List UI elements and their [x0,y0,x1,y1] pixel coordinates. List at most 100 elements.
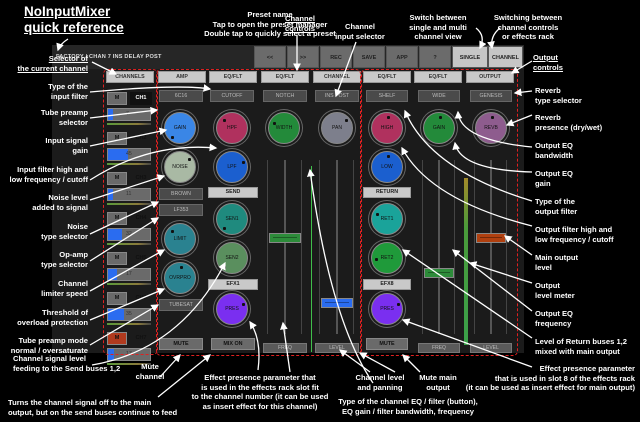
next-preset-button[interactable]: >> [287,46,319,68]
channel-mute-toggle[interactable]: M [107,252,127,265]
output-eq-bandwidth-selector[interactable]: WIDE [418,90,460,102]
tubesat-button[interactable]: TUBESAT [159,299,203,311]
fader-rail [454,160,455,334]
channel-strip[interactable]: M CH4 32 [105,210,155,248]
fader-handle[interactable] [424,268,454,279]
send-1-knob[interactable]: SEN1 [216,203,248,235]
arrow [401,249,533,339]
noise-type-selector[interactable]: BROWN [159,188,203,200]
arrow [401,146,533,227]
channel-mute-button[interactable]: MUTE [159,338,203,350]
channel-strip[interactable]: M CH5 17 [105,250,155,288]
save-button[interactable]: SAVE [353,46,385,68]
arrow [159,354,181,378]
knob-indicator [438,115,442,119]
channel-select-label[interactable]: CH5 [135,255,147,261]
app-button[interactable]: APP [386,46,418,68]
output-presence-knob[interactable]: PRES [371,293,403,325]
output-filter-type-selector[interactable]: SHELF [366,90,408,102]
annotation-line: is used in the effects rack slot fit [201,382,319,392]
channel-rack-button[interactable]: CHANNEL [488,46,523,68]
level-value: 35 [126,311,132,317]
return-1-knob[interactable]: RET1 [371,203,403,235]
return-2-knob[interactable]: RET2 [371,242,403,274]
annotation-line: Mute [141,362,159,371]
tab-eqflt-1[interactable]: EQ/FLT [209,71,257,83]
channel-mute-toggle[interactable]: M [107,172,127,185]
annotation-line: Channel signal level [13,354,87,363]
tab-amp[interactable]: AMP [158,71,206,83]
prev-preset-button[interactable]: << [254,46,286,68]
presence-knob[interactable]: PRES [216,293,248,325]
channel-mute-toggle[interactable]: M [107,332,127,345]
reverb-type-selector[interactable]: GENESIS [470,90,512,102]
knob-indicator [187,158,191,161]
tube-selector[interactable]: 6C16 [159,90,203,102]
preset-name-button[interactable]: FACTORY / CHAN 7 INS DELAY POST [56,54,162,60]
eq-type-selector[interactable]: NOTCH [263,90,307,102]
limit-knob[interactable]: LIMIT [164,223,196,255]
return-header: RETURN [363,187,411,198]
page-title: NoInputMixer quick reference [24,4,124,36]
channel-mute-toggle[interactable]: M [107,92,127,105]
channel-select-label[interactable]: CH4 [135,215,147,221]
annotation-line: Switching between [493,13,563,22]
arrow [487,27,501,50]
annotation-line: and panning [357,382,403,392]
hpf-knob[interactable]: HPF [216,112,248,144]
level-value: 17 [126,271,132,277]
fader-rail [336,160,338,334]
channel-send-level[interactable]: 17 [107,268,151,281]
revb-knob-label: REVB [484,125,498,131]
channel-select-label[interactable]: CH3 [135,175,147,181]
knob-indicator [386,154,390,158]
annotation-line: Input filter high and [17,165,88,174]
overload-protection-knob[interactable]: OVRPRO [164,262,196,294]
annotation-line: low frequency / cutoff [535,234,614,244]
channel-send-level[interactable]: 35 [107,308,151,321]
output-low-knob[interactable]: LOW [371,151,403,183]
lpf-knob[interactable]: LPF [216,151,248,183]
main-mute-button[interactable]: MUTE [366,338,408,350]
single-view-button[interactable]: SINGLE [452,46,488,68]
tab-out-eqflt-2[interactable]: EQ/FLT [414,71,462,83]
fader-handle[interactable] [269,233,301,244]
channel-meter [107,243,151,245]
channel-select-label[interactable]: CH1 [130,92,152,105]
rec-button[interactable]: REC [320,46,352,68]
tab-out-eqflt-1[interactable]: EQ/FLT [363,71,411,83]
output-eq-frequency-fader[interactable] [418,152,460,342]
pan-knob[interactable]: PAN [321,112,353,144]
noise-knob[interactable]: NOISE [164,151,196,183]
output-high-knob[interactable]: HIGH [371,112,403,144]
channel-mute-toggle[interactable]: M [107,212,127,225]
mix-on-button[interactable]: MIX ON [211,338,255,350]
freq-label: FREQ [263,343,307,353]
width-knob[interactable]: WIDTH [268,112,300,144]
channel-select-label[interactable]: CH2 [135,135,147,141]
annotation-line: Channel level [355,373,405,382]
tab-output[interactable]: OUTPUT [466,71,514,83]
opamp-selector[interactable]: LF353 [159,204,203,216]
annotation-line: that is used in slot 8 of the effects ra… [494,373,635,383]
help-button[interactable]: ? [419,46,451,68]
output-eq-gain-knob[interactable]: GAIN [423,112,455,144]
tab-eqflt-2[interactable]: EQ/FLT [261,71,309,83]
channel-mute-toggle[interactable]: M [107,292,127,305]
annotation-line: Channel [58,279,88,288]
channel-send-level[interactable]: 32 [107,228,151,241]
knob-indicator [241,302,245,306]
reverb-knob[interactable]: REVB [475,112,507,144]
tab-channels[interactable]: CHANNELS [106,71,154,83]
level-value: 45 [126,151,132,157]
channel-send-level[interactable]: 7 [107,108,151,121]
annotation-mute-main: Mute main output [413,373,463,392]
filter-type-selector[interactable]: CUTOFF [210,90,254,102]
annotation-line: Effect presence parameter that [204,373,316,382]
channel-select-label[interactable]: CH7 [135,335,147,341]
eq-frequency-fader[interactable] [263,152,307,342]
